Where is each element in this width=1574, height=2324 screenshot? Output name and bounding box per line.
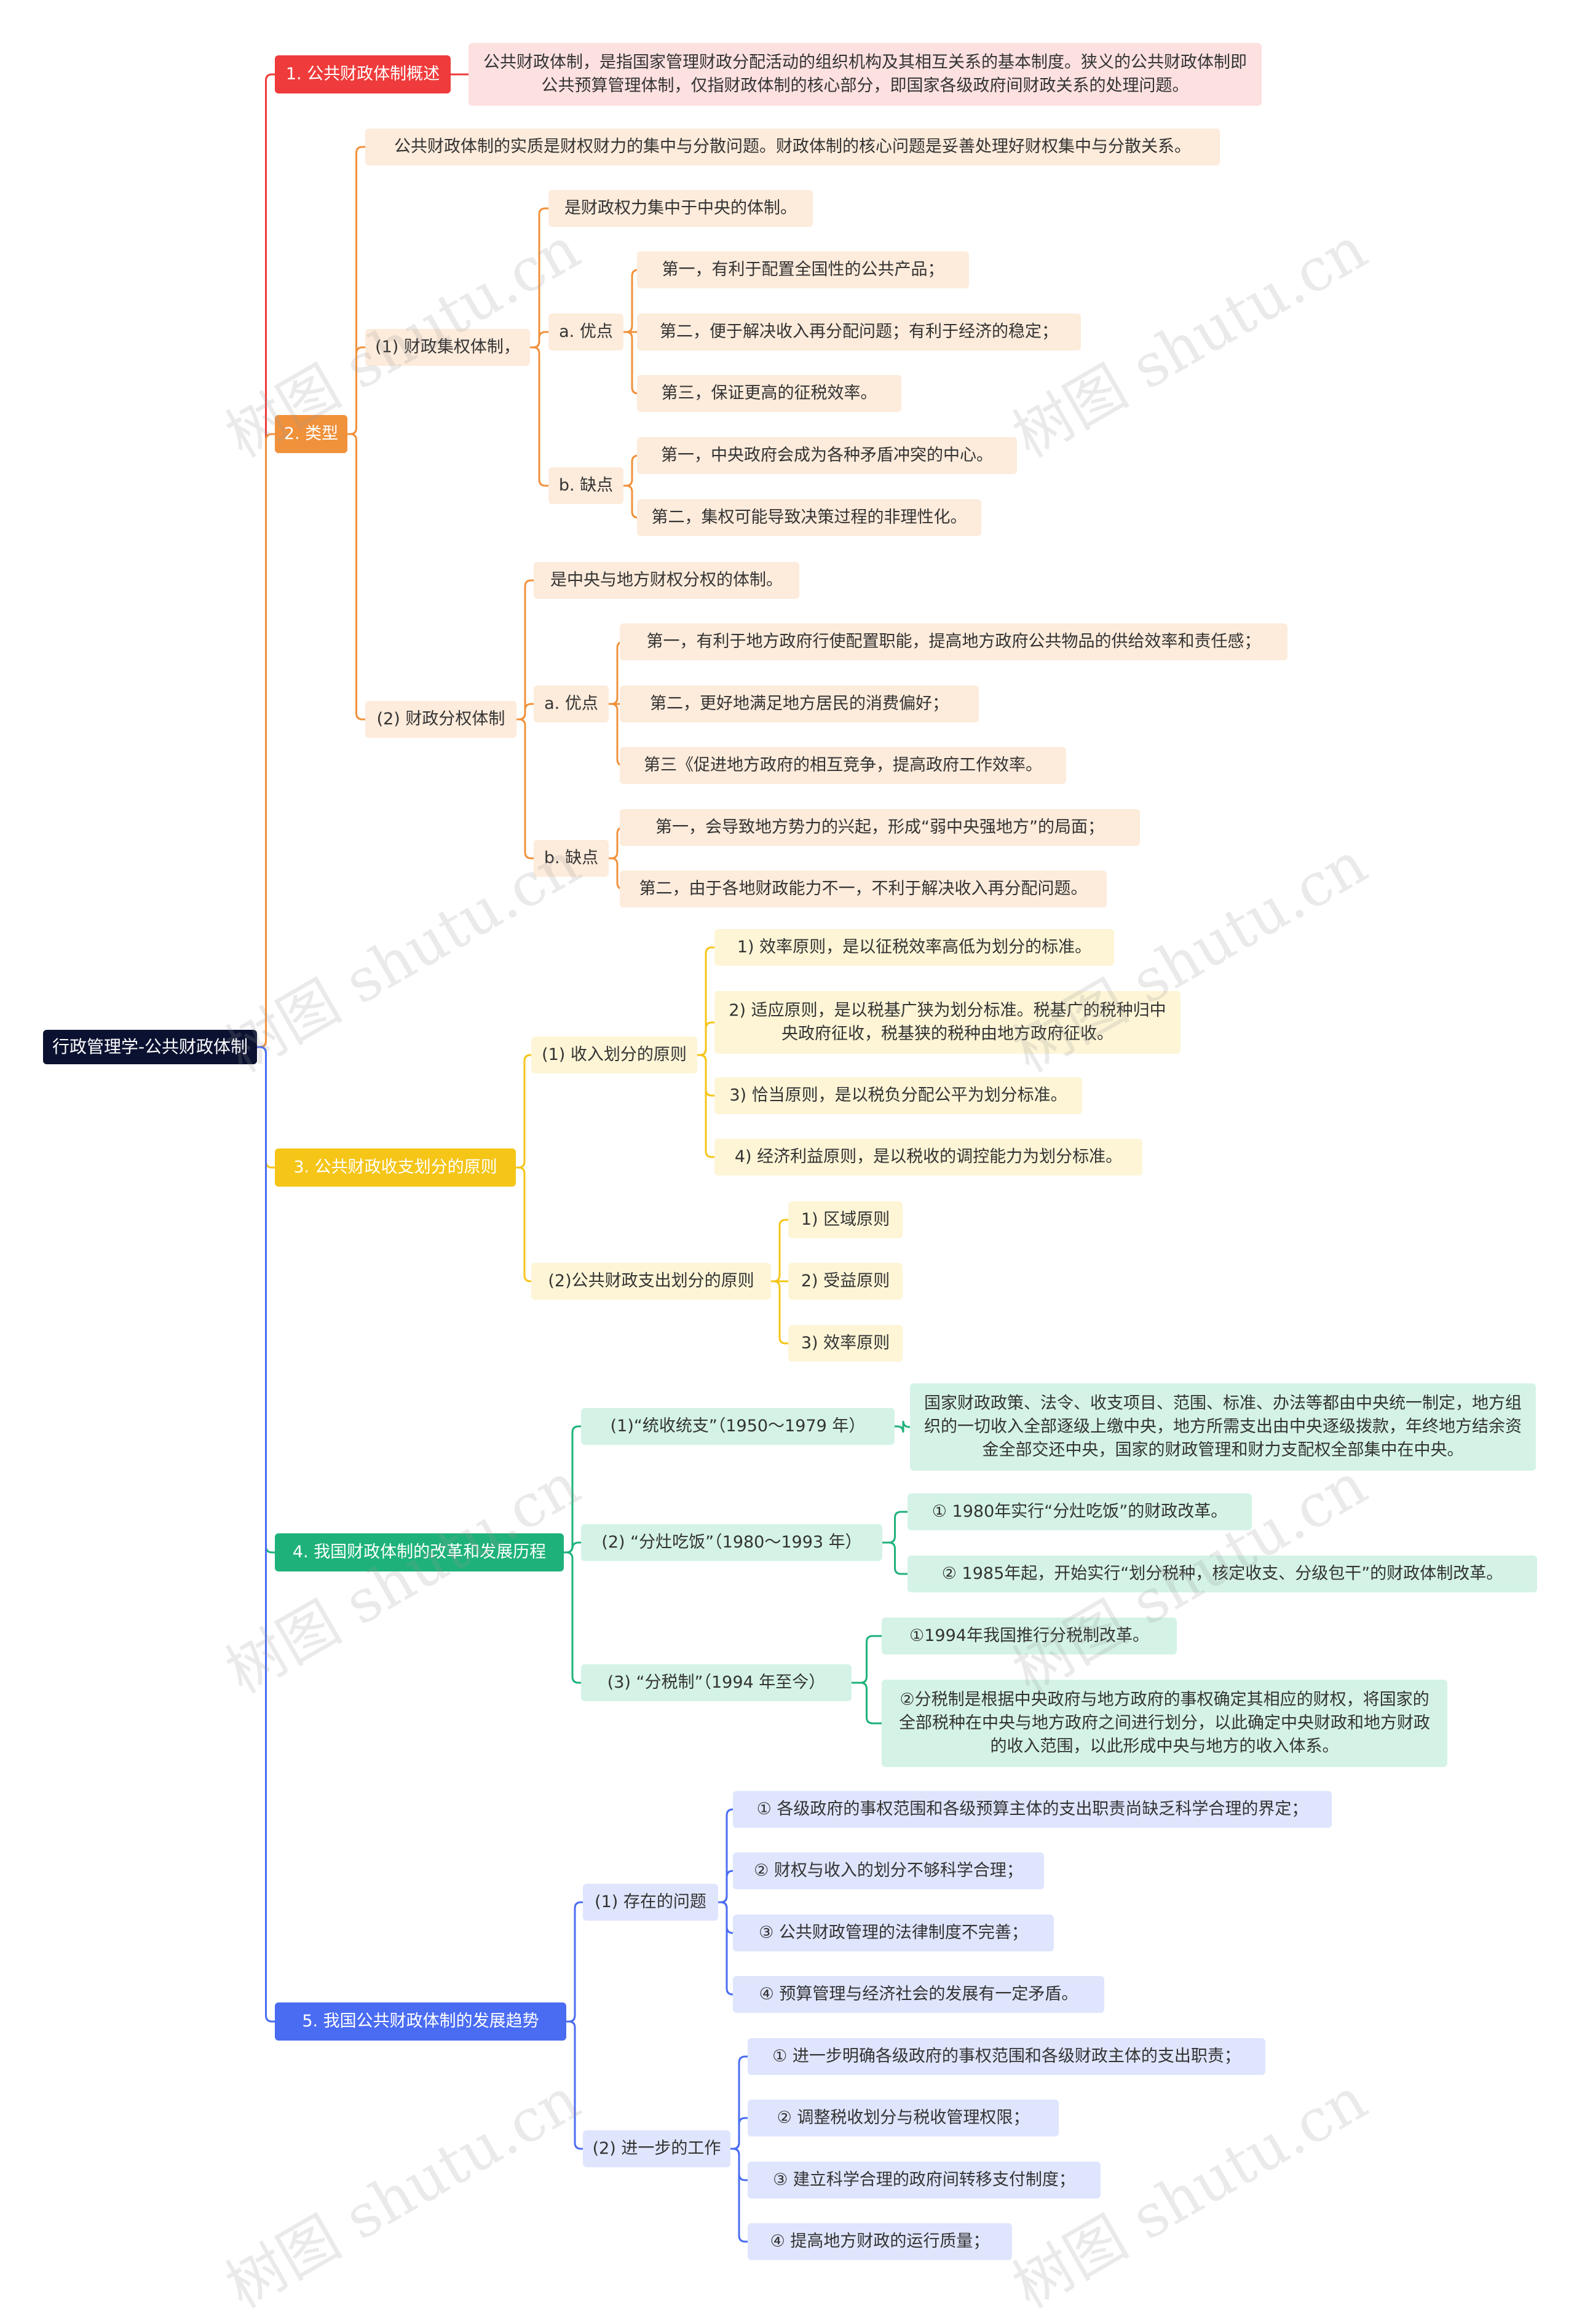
- expenditure-principles[interactable]: (2)公共财政支出划分的原则: [531, 1263, 771, 1300]
- connector: [516, 1054, 531, 1169]
- decentralized-dis-1[interactable]: 第一，会导致地方势力的兴起，形成“弱中央强地方”的局面；: [620, 809, 1140, 846]
- connector: [516, 718, 534, 860]
- root-node[interactable]: 行政管理学-公共财政体制: [43, 1030, 257, 1064]
- connector: [852, 1635, 882, 1684]
- branch-4-reform-history[interactable]: 4. 我国财政体制的改革和发展历程: [275, 1533, 564, 1571]
- connector: [718, 1808, 734, 1903]
- centralized-disadvantages[interactable]: b. 缺点: [548, 467, 623, 504]
- connector: [882, 1511, 908, 1544]
- connector: [516, 703, 534, 721]
- unified-description[interactable]: 国家财政政策、法令、收支项目、范围、标准、办法等都由中央统一制定，地方组织的一切…: [910, 1383, 1536, 1471]
- decentralized-definition[interactable]: 是中央与地方财权分权的体制。: [534, 562, 799, 599]
- connector: [623, 269, 639, 333]
- connector: [718, 1901, 734, 1996]
- centralized-adv-2[interactable]: 第二，便于解决收入再分配问题；有利于经济的稳定；: [637, 314, 1081, 350]
- types-essence[interactable]: 公共财政体制的实质是财权财力的集中与分散问题。财政体制的核心问题是妥善处理好财权…: [365, 128, 1220, 165]
- expenditure-efficiency[interactable]: 3) 效率原则: [788, 1325, 903, 1362]
- connector: [257, 1046, 275, 2023]
- decentralized-advantages[interactable]: a. 优点: [534, 686, 609, 722]
- decentralized-dis-2[interactable]: 第二，由于各地财政能力不一，不利于解决收入再分配问题。: [620, 871, 1107, 907]
- revenue-fairness[interactable]: 3) 恰当原则，是以税负分配公平为划分标准。: [714, 1077, 1082, 1114]
- existing-problems[interactable]: (1) 存在的问题: [583, 1884, 718, 1921]
- connector: [564, 1551, 581, 1684]
- connector: [852, 1682, 882, 1725]
- centralized-dis-1[interactable]: 第一，中央政府会成为各种矛盾冲突的中心。: [637, 437, 1017, 474]
- problem-4[interactable]: ④ 预算管理与经济社会的发展有一定矛盾。: [733, 1976, 1104, 2013]
- revenue-efficiency[interactable]: 1) 效率原则，是以征税效率高低为划分的标准。: [714, 929, 1114, 966]
- connector: [530, 331, 548, 349]
- connector: [718, 1901, 734, 1934]
- connector: [257, 433, 275, 1048]
- eating-from-separate-kitchens[interactable]: (2) “分灶吃饭”（1980～1993 年）: [581, 1524, 882, 1561]
- problem-2[interactable]: ② 财权与收入的划分不够科学合理；: [733, 1852, 1044, 1889]
- connector: [771, 1219, 788, 1283]
- work-3[interactable]: ③ 建立科学合理的政府间转移支付制度；: [748, 2162, 1101, 2199]
- connector: [530, 346, 548, 487]
- branch-2-types[interactable]: 2. 类型: [275, 415, 347, 453]
- expenditure-regional[interactable]: 1) 区域原则: [788, 1201, 903, 1238]
- centralized-dis-2[interactable]: 第二，集权可能导致决策过程的非理性化。: [637, 499, 981, 536]
- centralized-system[interactable]: (1) 财政集权体制，: [365, 329, 530, 366]
- connector: [566, 2020, 583, 2150]
- centralized-adv-1[interactable]: 第一，有利于配置全国性的公共产品；: [637, 251, 969, 288]
- connector: [718, 1870, 734, 1903]
- revenue-economic-interest[interactable]: 4) 经济利益原则，是以税收的调控能力为划分标准。: [714, 1139, 1142, 1176]
- connector: [623, 331, 639, 395]
- connector: [697, 1054, 714, 1158]
- work-1[interactable]: ① 进一步明确各级政府的事权范围和各级财政主体的支出职责；: [748, 2038, 1265, 2075]
- reform-1985[interactable]: ② 1985年起，开始实行“划分税种，核定收支、分级包干”的财政体制改革。: [908, 1555, 1537, 1592]
- connector: [516, 1166, 531, 1283]
- decentralized-adv-2[interactable]: 第二，更好地满足地方居民的消费偏好；: [620, 686, 979, 722]
- centralized-adv-3[interactable]: 第三，保证更高的征税效率。: [637, 375, 901, 412]
- connector: [623, 484, 639, 519]
- connector: [530, 207, 548, 349]
- work-2[interactable]: ② 调整税收划分与税收管理权限；: [748, 2100, 1059, 2136]
- problem-3[interactable]: ③ 公共财政管理的法律制度不完善；: [733, 1915, 1054, 1951]
- revenue-adaptation[interactable]: 2) 适应原则，是以税基广狭为划分标准。税基广的税种归中央政府征收，税基狭的税种…: [714, 991, 1180, 1054]
- tax-sharing-system[interactable]: (3) “分税制”（1994 年至今）: [581, 1664, 852, 1701]
- connector: [895, 1420, 910, 1433]
- further-work[interactable]: (2) 进一步的工作: [583, 2130, 730, 2167]
- connector: [564, 1425, 581, 1554]
- work-4[interactable]: ④ 提高地方财政的运行质量；: [748, 2223, 1012, 2260]
- decentralized-system[interactable]: (2) 财政分权体制: [365, 701, 516, 738]
- problem-1[interactable]: ① 各级政府的事权范围和各级预算主体的支出职责尚缺乏科学合理的界定；: [733, 1791, 1332, 1828]
- decentralized-adv-1[interactable]: 第一，有利于地方政府行使配置职能，提高地方政府公共物品的供给效率和责任感；: [620, 623, 1287, 660]
- tax-sharing-description[interactable]: ②分税制是根据中央政府与地方政府的事权确定其相应的财权，将国家的全部税种在中央与…: [882, 1680, 1447, 1767]
- branch-3-principles[interactable]: 3. 公共财政收支划分的原则: [275, 1148, 516, 1187]
- reform-1980[interactable]: ① 1980年实行“分灶吃饭”的财政改革。: [908, 1493, 1252, 1530]
- connector: [347, 433, 365, 721]
- unified-revenue-expenditure[interactable]: (1)“统收统支”（1950～1979 年）: [581, 1408, 895, 1445]
- connector: [730, 2117, 748, 2150]
- expenditure-benefit[interactable]: 2) 受益原则: [788, 1263, 903, 1300]
- connector: [566, 1901, 583, 2023]
- branch-1-overview[interactable]: 1. 公共财政体制概述: [275, 55, 451, 93]
- centralized-definition[interactable]: 是财政权力集中于中央的体制。: [548, 190, 813, 227]
- connector: [771, 1280, 788, 1345]
- connector: [697, 1021, 714, 1056]
- overview-definition[interactable]: 公共财政体制，是指国家管理财政分配活动的组织机构及其相互关系的基本制度。狭义的公…: [469, 43, 1262, 106]
- connector: [516, 579, 534, 721]
- connector: [623, 454, 639, 487]
- connector: [730, 2148, 748, 2243]
- tax-sharing-1994[interactable]: ①1994年我国推行分税制改革。: [882, 1618, 1177, 1654]
- connector: [347, 346, 365, 435]
- decentralized-adv-3[interactable]: 第三《促进地方政府的相互竞争，提高政府工作效率。: [620, 747, 1066, 784]
- decentralized-disadvantages[interactable]: b. 缺点: [534, 840, 609, 877]
- branch-5-trends[interactable]: 5. 我国公共财政体制的发展趋势: [275, 2002, 566, 2041]
- revenue-principles[interactable]: (1) 收入划分的原则: [531, 1037, 697, 1073]
- connector: [882, 1541, 908, 1575]
- centralized-advantages[interactable]: a. 优点: [548, 314, 623, 350]
